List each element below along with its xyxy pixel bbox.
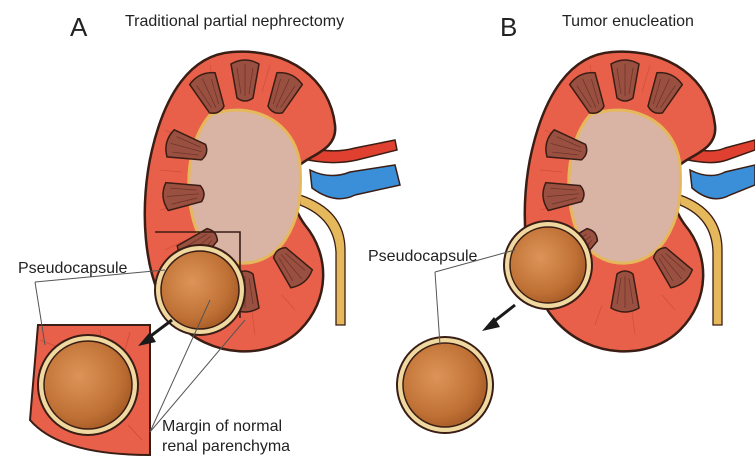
excised-specimen-a	[30, 325, 150, 455]
panel-a-title: Traditional partial nephrectomy	[125, 13, 344, 31]
panel-b-letter: B	[500, 12, 517, 43]
pseudocapsule-label-a: Pseudocapsule	[18, 260, 127, 278]
renal-vein-b	[690, 165, 755, 199]
kidney-a	[145, 52, 400, 352]
tumor-b	[504, 221, 592, 309]
arrow-b	[482, 305, 515, 331]
panel-a-letter: A	[70, 12, 87, 43]
margin-label-line1: Margin of normal	[162, 418, 282, 436]
enucleated-tumor-b	[397, 337, 493, 433]
panel-b-title: Tumor enucleation	[562, 13, 694, 31]
renal-vein-a	[310, 165, 400, 199]
margin-label-line2: renal parenchyma	[162, 438, 290, 456]
pseudocapsule-label-b: Pseudocapsule	[368, 248, 477, 266]
kidney-b	[504, 52, 755, 352]
